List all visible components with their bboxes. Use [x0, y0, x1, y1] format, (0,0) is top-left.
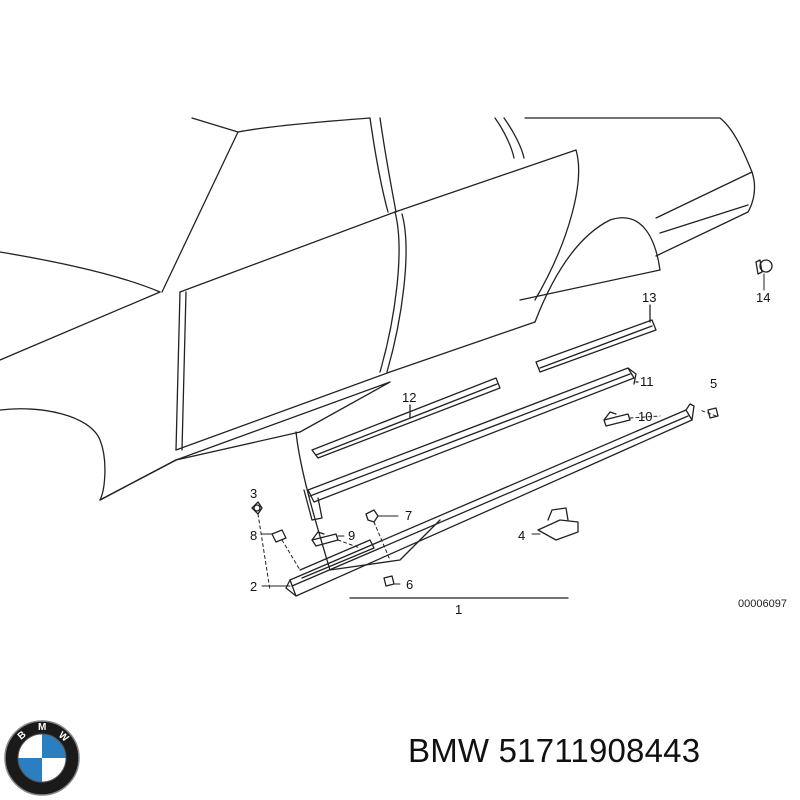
- part-6-screw: [383, 575, 395, 587]
- callout-3: 3: [250, 486, 257, 501]
- part-14-grommet: [755, 259, 773, 275]
- callout-9: 9: [348, 528, 355, 543]
- part-caption: BMW 51711908443: [408, 732, 700, 770]
- callout-12: 12: [402, 390, 416, 405]
- callout-8: 8: [250, 528, 257, 543]
- part-12-strip: [311, 377, 501, 459]
- callout-13: 13: [642, 290, 656, 305]
- part-11-trim: [303, 367, 637, 521]
- solid-leaders: [261, 273, 765, 587]
- callout-14: 14: [756, 290, 770, 305]
- part-13-strip: [535, 319, 657, 373]
- car-body-outline: [0, 117, 756, 571]
- svg-text:M: M: [38, 722, 46, 733]
- diagram-code: 00006097: [738, 598, 787, 610]
- part-1-sill: [285, 403, 695, 597]
- callout-5: 5: [710, 376, 717, 391]
- callout-1: 1: [455, 602, 462, 617]
- part-3-clip: [251, 501, 263, 515]
- part-8-clip: [271, 529, 287, 543]
- brand-name: BMW: [408, 732, 490, 769]
- callout-2: 2: [250, 579, 257, 594]
- callout-11: 11: [640, 374, 654, 389]
- part-10-bracket: [603, 411, 631, 427]
- callout-4: 4: [518, 528, 525, 543]
- bmw-logo-icon: B M W: [4, 720, 80, 796]
- leader-lines: [257, 409, 717, 591]
- callout-10: 10: [638, 409, 652, 424]
- part-5-clip: [707, 407, 719, 419]
- part-7-clip: [365, 509, 379, 523]
- callout-6: 6: [406, 577, 413, 592]
- part-4-jack-pad: [537, 507, 579, 541]
- part-9-bracket: [311, 531, 339, 547]
- callout-7: 7: [405, 508, 412, 523]
- part-number: 51711908443: [498, 732, 701, 769]
